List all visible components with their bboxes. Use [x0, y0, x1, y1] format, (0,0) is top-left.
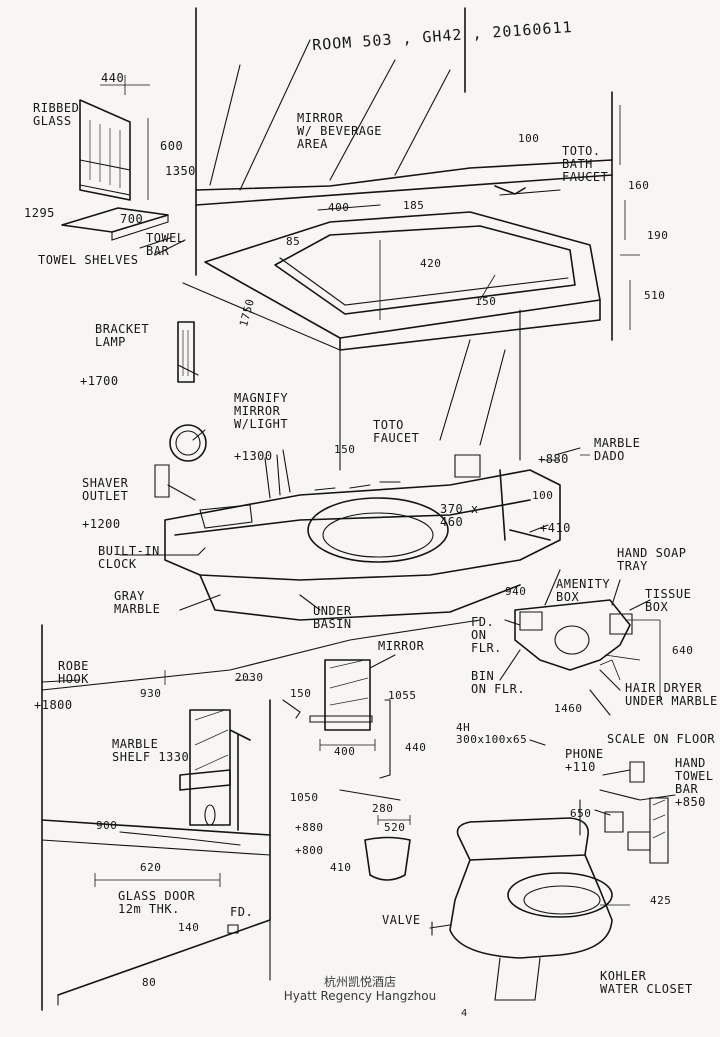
- water-closet-drawing: [430, 762, 675, 1000]
- floor-drain-label: FD. ON FLR.: [471, 615, 502, 655]
- bracket-lamp-label: BRACKET LAMP: [95, 322, 150, 349]
- dim-410-label: 410: [330, 861, 352, 874]
- robe-hook-label: ROBE HOOK: [58, 659, 89, 686]
- bathtub-drawing: [183, 8, 640, 350]
- ribbed-glass-label: RIBBED GLASS: [33, 101, 80, 128]
- dim-425-label: 425: [650, 894, 672, 907]
- vanity-drawing: [155, 310, 590, 620]
- magnify-height-label: +1300: [234, 449, 273, 463]
- dim-140-label: 140: [178, 921, 200, 934]
- built-in-clock-label: BUILT-IN CLOCK: [98, 544, 160, 571]
- glass-height2-label: 1350: [165, 164, 196, 178]
- marble-dado-label: MARBLE DADO: [594, 436, 641, 463]
- mirror-beverage-label: MIRROR W/ BEVERAGE AREA: [297, 111, 382, 151]
- dim-900-label: 900: [96, 819, 118, 832]
- dim-2030-label: 2030: [235, 671, 264, 684]
- dim-640-label: 640: [672, 644, 694, 657]
- dim-185-label: 185: [403, 199, 425, 212]
- shaver-height-label: +1200: [82, 517, 121, 531]
- dim-400-small-label: 400: [334, 745, 356, 758]
- dim-510-label: 510: [644, 289, 666, 302]
- dado-height-label: +880: [538, 452, 569, 466]
- dim-80-label: 80: [142, 976, 157, 989]
- glass-height-label: 600: [160, 139, 184, 153]
- magnify-mirror-label: MAGNIFY MIRROR W/LIGHT: [234, 391, 289, 431]
- caption-chinese: 杭州凯悦酒店: [323, 975, 396, 989]
- basin-size-label: 370 x 460: [440, 502, 479, 529]
- dim-420-label: 420: [420, 257, 442, 270]
- shelf-height-label: 1295: [24, 206, 55, 220]
- towel-shelves-drawing: [62, 75, 170, 248]
- dim-150-tub-label: 150: [475, 295, 497, 308]
- vanity-plan-drawing: [515, 600, 660, 700]
- shower-drawing: [42, 620, 480, 1010]
- hand-soap-tray-label: HAND SOAP TRAY: [617, 546, 687, 573]
- page-mark: 4: [461, 1008, 468, 1019]
- valve-label: VALVE: [382, 913, 421, 927]
- pull-size-label: 4H 300x100x65: [456, 721, 528, 746]
- shelf-width-label: 700: [120, 212, 144, 226]
- toto-bath-faucet-label: TOTO. BATH FAUCET: [562, 144, 609, 184]
- towel-bar-label: TOWEL BAR: [146, 231, 185, 258]
- hook-880-label: +880: [295, 821, 324, 834]
- scale-on-floor-label: SCALE ON FLOOR: [607, 732, 716, 746]
- shaver-outlet-label: SHAVER OUTLET: [82, 476, 129, 503]
- hair-dryer-label: HAIR DRYER UNDER MARBLE: [625, 681, 718, 708]
- dim-1460-label: 1460: [554, 702, 583, 715]
- glass-width-label: 440: [101, 71, 125, 85]
- lamp-height-label: +1700: [80, 374, 119, 388]
- counter-410-label: +410: [540, 521, 571, 535]
- dim-85-label: 85: [286, 235, 301, 248]
- glass-door-label: GLASS DOOR 12m THK.: [118, 889, 196, 916]
- robe-hook-height-label: +1800: [34, 698, 73, 712]
- marble-shelf-label: MARBLE SHELF 1330: [112, 737, 190, 764]
- under-basin-label: UNDER BASIN: [313, 604, 352, 631]
- toto-faucet-label: TOTO FAUCET: [373, 418, 420, 445]
- dim-160-label: 160: [628, 179, 650, 192]
- dim-190-label: 190: [647, 229, 669, 242]
- gray-marble-label: GRAY MARBLE: [114, 589, 161, 616]
- hook-800-label: +800: [295, 844, 324, 857]
- dim-280-label: 280: [372, 802, 394, 815]
- dim-520-label: 520: [384, 821, 406, 834]
- towel-shelves-label: TOWEL SHELVES: [38, 253, 139, 267]
- tissue-box-label: TISSUE BOX: [645, 587, 692, 614]
- phone-label: PHONE +110: [565, 747, 604, 774]
- dim-100-label: 100: [518, 132, 540, 145]
- mirror-label: MIRROR: [378, 639, 425, 653]
- amenity-box-label: AMENITY BOX: [556, 577, 611, 604]
- leader-arrows: [42, 240, 650, 815]
- caption-english: Hyatt Regency Hangzhou: [283, 989, 437, 1003]
- shower-drain-label: FD.: [230, 905, 254, 919]
- dim-1050-label: 1050: [290, 791, 319, 804]
- dim-400-label: 400: [328, 201, 350, 214]
- dim-1055-label: 1055: [388, 689, 417, 702]
- dim-930-label: 930: [140, 687, 162, 700]
- kohler-wc-label: KOHLER WATER CLOSET: [600, 969, 693, 996]
- mirror-wall-drawing: [283, 660, 410, 880]
- dim-150-small-label: 150: [290, 687, 312, 700]
- bin-on-floor-label: BIN ON FLR.: [471, 669, 526, 696]
- hand-towel-bar-label: HAND TOWEL BAR +850: [675, 756, 714, 809]
- dim-620-label: 620: [140, 861, 162, 874]
- dim-150-basin-label: 150: [334, 443, 356, 456]
- dim-100-right-label: 100: [532, 489, 554, 502]
- dim-650-label: 650: [570, 807, 592, 820]
- dim-440-label: 440: [405, 741, 427, 754]
- dim-940-label: 940: [505, 585, 527, 598]
